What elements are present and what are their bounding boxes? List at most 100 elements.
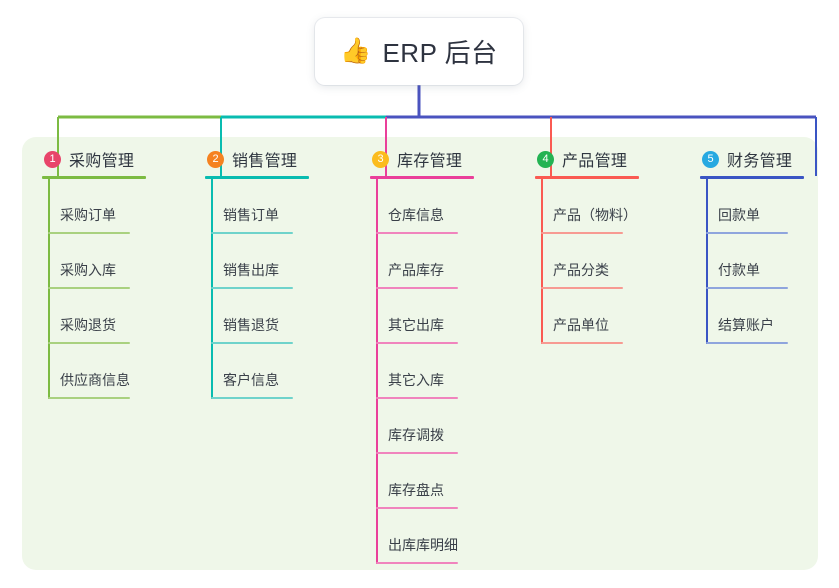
- module-header-4[interactable]: 4 产品管理: [535, 146, 685, 172]
- module-item-underline: [706, 342, 788, 344]
- module-item[interactable]: 采购订单: [42, 179, 192, 234]
- module-item-underline: [541, 232, 623, 234]
- module-item-label: 销售退货: [223, 317, 279, 333]
- module-item-underline: [211, 397, 293, 399]
- module-item[interactable]: 结算账户: [700, 289, 839, 344]
- module-item-underline: [211, 342, 293, 344]
- module-item[interactable]: 采购入库: [42, 234, 192, 289]
- module-item-label: 采购入库: [60, 262, 116, 278]
- module-item-label: 出库库明细: [388, 537, 458, 553]
- module-header-underline: [205, 176, 309, 179]
- module-header-underline: [42, 176, 146, 179]
- module-item-underline: [706, 232, 788, 234]
- module-item-label: 结算账户: [718, 317, 774, 333]
- module-item-underline: [376, 562, 458, 564]
- module-number-badge: 1: [44, 150, 61, 168]
- module-item[interactable]: 产品库存: [370, 234, 520, 289]
- module-item-underline: [376, 507, 458, 509]
- module-header-underline: [535, 176, 639, 179]
- module-item-label: 供应商信息: [60, 372, 130, 388]
- module-item-underline: [541, 342, 623, 344]
- module-item-underline: [48, 232, 130, 234]
- module-item-label: 销售订单: [223, 207, 279, 223]
- module-item-underline: [376, 232, 458, 234]
- module-item[interactable]: 销售出库: [205, 234, 355, 289]
- module-item[interactable]: 库存调拨: [370, 399, 520, 454]
- module-header-1[interactable]: 1 采购管理: [42, 146, 192, 172]
- module-item[interactable]: 产品分类: [535, 234, 685, 289]
- module-trunk-line: [541, 179, 543, 344]
- thumbs-up-icon: 👍: [340, 37, 372, 65]
- module-item-label: 客户信息: [223, 372, 279, 388]
- module-column-4: 4 产品管理产品（物料） 产品分类产品单位: [535, 146, 685, 344]
- module-number-badge: 2: [207, 150, 224, 168]
- module-item-list: 销售订单销售出库销售退货客户信息: [205, 179, 355, 399]
- module-title: 财务管理: [727, 153, 793, 170]
- root-node-title: ERP 后台: [382, 38, 498, 68]
- module-item[interactable]: 产品单位: [535, 289, 685, 344]
- module-item-underline: [48, 342, 130, 344]
- module-item-underline: [48, 397, 130, 399]
- modules-panel: [22, 137, 818, 570]
- module-header-2[interactable]: 2 销售管理: [205, 146, 355, 172]
- root-node-content: 👍 ERP 后台: [340, 33, 497, 70]
- module-number-badge: 4: [537, 150, 554, 168]
- module-header-5[interactable]: 5 财务管理: [700, 146, 839, 172]
- module-column-5: 5 财务管理回款单付款单结算账户: [700, 146, 839, 344]
- module-item-label: 采购退货: [60, 317, 116, 333]
- module-item[interactable]: 客户信息: [205, 344, 355, 399]
- module-item-label: 其它出库: [388, 317, 444, 333]
- module-trunk-line: [211, 179, 213, 399]
- module-item[interactable]: 付款单: [700, 234, 839, 289]
- module-item-list: 仓库信息产品库存其它出库其它入库库存调拨库存盘点出库库明细: [370, 179, 520, 564]
- module-item-list: 产品（物料） 产品分类产品单位: [535, 179, 685, 344]
- module-item[interactable]: 库存盘点: [370, 454, 520, 509]
- module-item-label: 付款单: [718, 262, 760, 278]
- module-trunk-line: [376, 179, 378, 564]
- module-item[interactable]: 销售退货: [205, 289, 355, 344]
- module-item[interactable]: 仓库信息: [370, 179, 520, 234]
- module-item[interactable]: 采购退货: [42, 289, 192, 344]
- module-item-label: 采购订单: [60, 207, 116, 223]
- module-header-3[interactable]: 3 库存管理: [370, 146, 520, 172]
- module-column-2: 2 销售管理销售订单销售出库销售退货客户信息: [205, 146, 355, 399]
- module-item[interactable]: 其它出库: [370, 289, 520, 344]
- module-item-label: 产品单位: [553, 317, 609, 333]
- module-column-3: 3 库存管理仓库信息产品库存其它出库其它入库库存调拨库存盘点出库库明细: [370, 146, 520, 564]
- module-number-badge: 3: [372, 150, 389, 168]
- module-header-underline: [370, 176, 474, 179]
- module-item-label: 库存调拨: [388, 427, 444, 443]
- module-item[interactable]: 供应商信息: [42, 344, 192, 399]
- module-item-label: 销售出库: [223, 262, 279, 278]
- module-item[interactable]: 出库库明细: [370, 509, 520, 564]
- module-item-list: 回款单付款单结算账户: [700, 179, 839, 344]
- module-item-underline: [376, 452, 458, 454]
- module-item-underline: [211, 232, 293, 234]
- module-item-underline: [48, 287, 130, 289]
- module-title: 销售管理: [232, 153, 298, 170]
- module-item-label: 回款单: [718, 207, 760, 223]
- module-title: 采购管理: [69, 153, 135, 170]
- module-item[interactable]: 其它入库: [370, 344, 520, 399]
- module-item[interactable]: 产品（物料）: [535, 179, 685, 234]
- module-item-underline: [376, 342, 458, 344]
- module-item-label: 其它入库: [388, 372, 444, 388]
- module-item-underline: [211, 287, 293, 289]
- module-header-underline: [700, 176, 804, 179]
- module-item-label: 产品（物料）: [553, 207, 637, 223]
- module-number-badge: 5: [702, 150, 719, 168]
- module-item-underline: [376, 287, 458, 289]
- module-trunk-line: [706, 179, 708, 344]
- module-item-underline: [706, 287, 788, 289]
- module-title: 库存管理: [397, 153, 463, 170]
- root-node-card[interactable]: 👍 ERP 后台: [315, 18, 523, 85]
- module-title: 产品管理: [562, 153, 628, 170]
- module-item[interactable]: 销售订单: [205, 179, 355, 234]
- module-item-list: 采购订单采购入库采购退货供应商信息: [42, 179, 192, 399]
- module-item-label: 仓库信息: [388, 207, 444, 223]
- module-item-underline: [541, 287, 623, 289]
- module-item-underline: [376, 397, 458, 399]
- module-item[interactable]: 回款单: [700, 179, 839, 234]
